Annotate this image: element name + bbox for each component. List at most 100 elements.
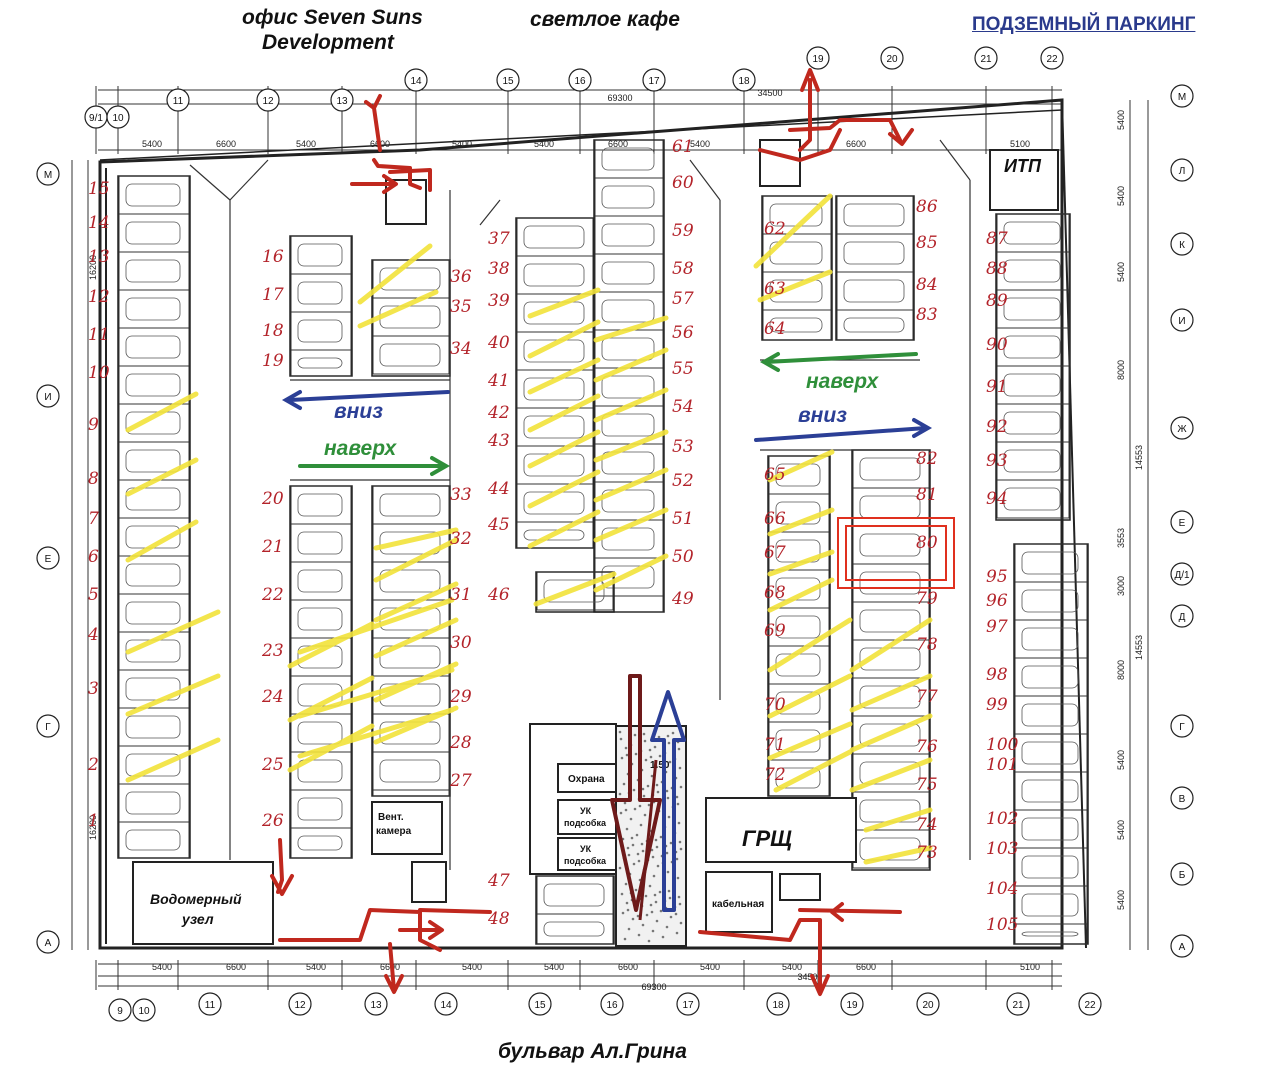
parking-cell [996,441,1070,481]
hatch-dot [636,914,640,918]
spot-number-20: 20 [261,489,284,509]
spot-number-31: 31 [450,585,472,605]
hatch-dot [667,889,671,893]
hatch-dot [658,890,662,894]
parking-column-9 [761,195,833,341]
car-outline [775,615,821,639]
occupied-mark-19 [373,705,459,745]
occupied-mark-49 [863,807,933,833]
car-outline [859,685,921,709]
axis-right-Д/1-text: Д/1 [1174,570,1190,581]
spot-number-8: 8 [88,469,99,489]
axis-bottom-20-circle [916,992,940,1016]
hatch-dot [618,730,622,734]
axis-top-15-circle [496,68,520,92]
spot-number-73: 73 [916,843,938,863]
spot-number-19: 19 [262,351,284,371]
parking-cell [836,309,914,341]
spot-number-48: 48 [487,909,510,929]
axis-top-22-circle [1040,46,1064,70]
dim-right-7: 14553 [1134,635,1144,660]
axis-top-19-circle [806,46,830,70]
hatch-dot [665,851,669,855]
parking-cell [836,195,914,235]
axis-top-14-circle [404,68,428,92]
axis-top-20: 20 [880,46,904,70]
hatch-dot [639,823,643,827]
hatch-dot [618,792,622,796]
hatch-dot [677,895,681,899]
car-outline [379,493,441,517]
ramp-hatching [618,730,683,943]
car-outline [125,449,181,473]
parking-cell [996,365,1070,405]
axis-right-И-text: И [1178,316,1185,327]
spot-number-41: 41 [487,371,510,391]
stair-right-top [759,139,801,187]
highlighted-spot-80 [837,517,955,589]
dim-total-top: 69300 [607,93,632,103]
axis-bottom-13-circle [364,992,388,1016]
parking-cell [996,213,1070,253]
axis-right-Д/1: Д/1 [1170,562,1194,586]
hatch-dot [666,870,670,874]
axis-top-21: 21 [974,46,998,70]
dim-left-0: 16200 [88,255,98,280]
axis-right-Е: Е [1170,510,1194,534]
hatch-dot [647,803,651,807]
vodomer-label-line1: Водомерный [150,891,242,907]
car-outline [859,761,921,785]
axis-bottom-17-text: 17 [682,1000,694,1011]
occupied-mark-37 [767,449,835,483]
car-outline [859,723,921,747]
parking-title-link[interactable]: ПОДЗЕМНЫЙ ПАРКИНГ [972,14,1196,35]
axis-top-17: 17 [642,68,666,92]
dim-top-7: 5400 [690,139,710,149]
axis-left-А-text: А [45,938,52,949]
parking-spaces [117,139,1089,945]
car-outline [379,645,441,669]
car-outline [859,533,921,557]
axis-bottom-16: 16 [600,992,624,1016]
spot-number-96: 96 [986,591,1008,611]
car-outline [1021,627,1079,651]
parking-cell [118,251,190,291]
dim-right-8: 8000 [1116,660,1126,680]
car-outline [1021,817,1079,841]
car-outline [859,799,921,823]
axis-right-А: А [1170,934,1194,958]
parking-column-0 [117,175,191,859]
car-outline [125,411,181,435]
hatch-dot [641,787,645,791]
left-down-text: вниз [334,400,383,423]
stair-left-bottom [411,861,447,903]
dim-subtotal-bottom: 34500 [797,972,822,982]
uk-room-2 [557,837,617,871]
uk2-label-line1: УК [580,844,592,854]
car-outline [125,791,181,815]
car-outline [523,225,585,249]
spot-number-47: 47 [487,871,510,891]
axis-bottom-18: 18 [766,992,790,1016]
occupied-mark-13 [297,707,455,759]
hatch-dot [643,739,647,743]
axis-bottom-11: 11 [198,992,222,1016]
hatch-dot [659,835,663,839]
spot-number-38: 38 [488,259,510,279]
occupied-mark-34 [593,553,669,593]
axis-bottom-20: 20 [916,992,940,1016]
spot-number-40: 40 [487,333,510,353]
hatch-dot [625,901,629,905]
cafe-label: светлое кафе [530,8,680,31]
axis-bottom-15: 15 [528,992,552,1016]
axis-top-21-text: 21 [980,54,992,65]
dim-right-11: 5400 [1116,890,1126,910]
spot-number-80: 80 [916,533,938,553]
car-outline [1021,779,1079,803]
hatch-dot [625,753,629,757]
axis-left-М: М [36,162,60,186]
right-down-text: вниз [798,404,847,427]
occupied-mark-46 [849,673,933,713]
car-outline [601,489,655,513]
